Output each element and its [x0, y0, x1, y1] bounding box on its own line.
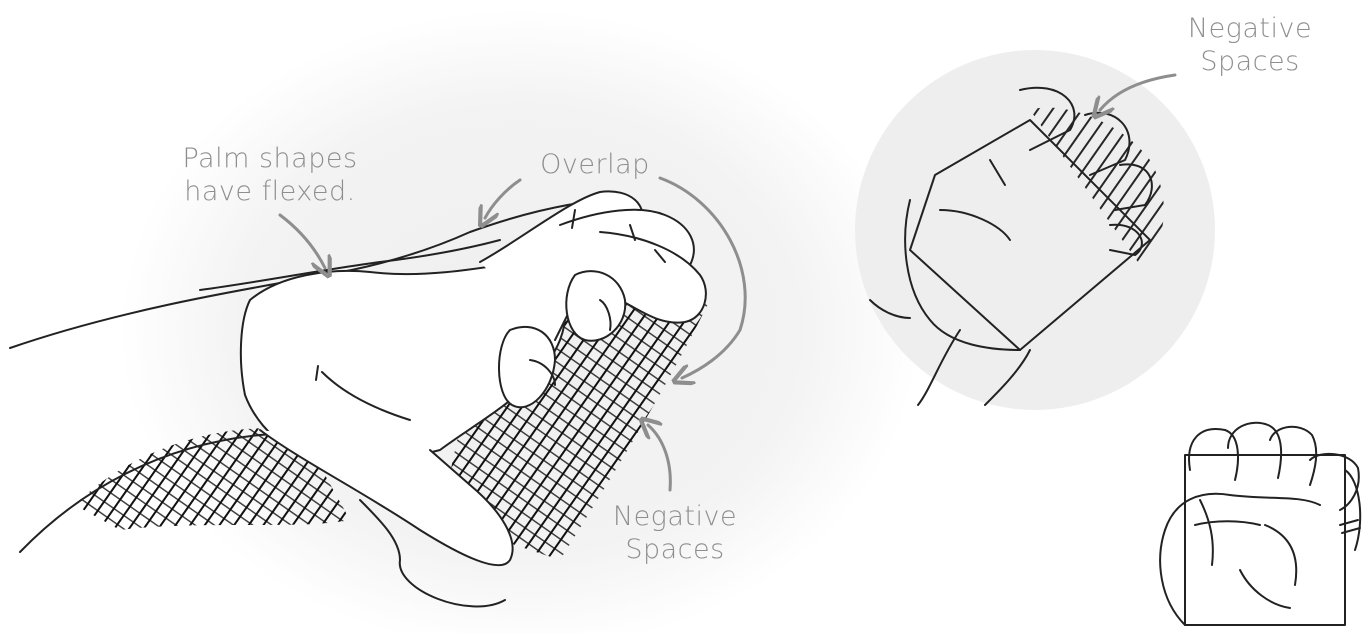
label-palm-shapes: Palm shapes have flexed.	[155, 142, 385, 208]
label-palm-line2: have flexed.	[155, 175, 385, 208]
label-negative-top-line2: Spaces	[1165, 45, 1335, 78]
label-overlap-text: Overlap	[520, 148, 670, 181]
label-negative-top-line1: Negative	[1165, 12, 1335, 45]
fist-front-drawing	[1160, 423, 1360, 625]
fist-front-box	[1185, 455, 1345, 625]
label-negative-spaces-main: Negative Spaces	[590, 500, 760, 566]
label-palm-line1: Palm shapes	[155, 142, 385, 175]
label-overlap: Overlap	[520, 148, 670, 181]
label-negative-main-line1: Negative	[590, 500, 760, 533]
label-negative-spaces-top: Negative Spaces	[1165, 12, 1335, 78]
label-negative-main-line2: Spaces	[590, 533, 760, 566]
